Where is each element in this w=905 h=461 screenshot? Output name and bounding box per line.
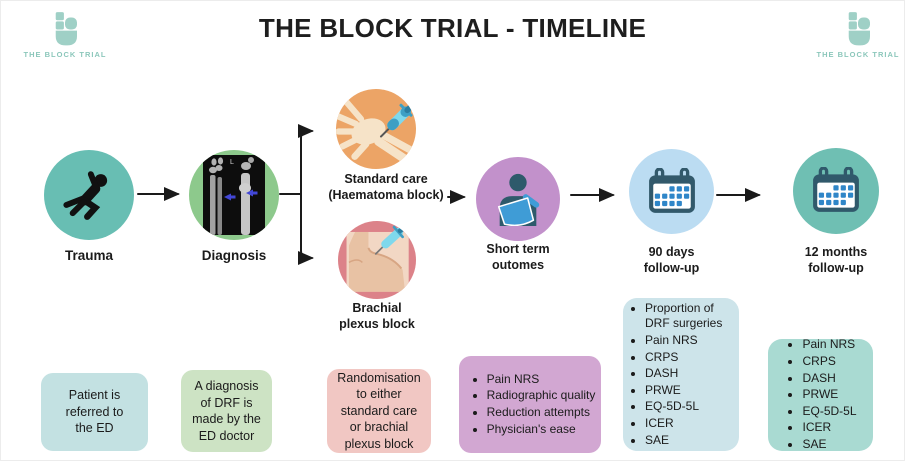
note-diagnosis: A diagnosis of DRF is made by the ED doc… [181, 370, 272, 452]
bullet-item: ICER [645, 416, 735, 432]
label-brachial: Brachial plexus block [339, 301, 415, 332]
note-randomisation: Randomisation to either standard care or… [327, 369, 431, 453]
bullet-item: PRWE [645, 383, 735, 399]
brand-logo-left: THE BLOCK TRIAL [23, 11, 107, 59]
bullet-item: Radiographic quality [487, 388, 596, 404]
bullet-item: CRPS [802, 354, 856, 370]
label-12-months: 12 months follow-up [804, 245, 868, 276]
bullet-item: DASH [645, 366, 735, 382]
bullet-item: Pain NRS [487, 372, 596, 388]
bullet-item: PRWE [802, 387, 856, 403]
12-months-outcome-list: Pain NRSCRPSDASHPRWEEQ-5D-5LICERSAE [780, 336, 860, 453]
bullet-item: ICER [802, 420, 856, 436]
label-diagnosis: Diagnosis [201, 248, 267, 263]
bullet-item: Proportion of DRF surgeries [645, 301, 735, 332]
brand-logo-right: THE BLOCK TRIAL [816, 11, 900, 59]
node-standard-care [336, 89, 416, 169]
label-short-term: Short term outomes [486, 242, 550, 273]
bullet-item: SAE [802, 437, 856, 453]
node-brachial-plexus [338, 221, 416, 299]
falling-person-icon [63, 171, 108, 220]
block-b-logo-icon [55, 12, 77, 46]
calendar-icon [813, 167, 859, 212]
node-diagnosis: L [189, 150, 279, 240]
wrist-xray-image: L [203, 155, 265, 235]
page-title: THE BLOCK TRIAL - TIMELINE [258, 13, 647, 43]
note-90-days-outcomes: Proportion of DRF surgeriesPain NRSCRPSD… [623, 298, 739, 451]
brand-name: THE BLOCK TRIAL [816, 50, 900, 59]
note-12-months-outcomes: Pain NRSCRPSDASHPRWEEQ-5D-5LICERSAE [768, 336, 873, 453]
label-trauma: Trauma [64, 248, 114, 263]
90-days-outcome-list: Proportion of DRF surgeriesPain NRSCRPSD… [623, 300, 739, 449]
note-diagnosis-text: A diagnosis of DRF is made by the ED doc… [192, 379, 261, 443]
node-trauma [44, 150, 134, 240]
node-90-days-followup [629, 149, 714, 234]
arm-sling-patient-icon [497, 173, 540, 226]
bullet-item: CRPS [645, 350, 735, 366]
note-referral: Patient is referred to the ED [41, 373, 148, 451]
bullet-item: Physician's ease [487, 422, 596, 438]
block-b-logo-icon [848, 12, 870, 46]
node-12-months-followup [793, 148, 879, 234]
bullet-item: DASH [802, 371, 856, 387]
label-standard-care: Standard care (Haematoma block) [328, 172, 444, 203]
bullet-item: Pain NRS [645, 333, 735, 349]
arrow-branch-to-brachial [298, 193, 314, 265]
bullet-item: EQ-5D-5L [645, 399, 735, 415]
bullet-item: SAE [645, 433, 735, 449]
calendar-icon [648, 167, 695, 213]
xray-side-marker: L [230, 159, 234, 166]
short-term-outcome-list: Pain NRSRadiographic qualityReduction at… [461, 371, 600, 438]
node-short-term-outcomes [476, 157, 560, 241]
note-referral-text: Patient is referred to the ED [65, 388, 124, 436]
shoulder-injection-illustration [346, 222, 410, 292]
label-90-days: 90 days follow-up [643, 245, 700, 276]
note-randomisation-text: Randomisation to either standard care or… [337, 370, 421, 451]
hand-injection-illustration [336, 98, 416, 166]
note-short-term-outcomes: Pain NRSRadiographic qualityReduction at… [459, 356, 601, 453]
bullet-item: Reduction attempts [487, 405, 596, 421]
brand-name: THE BLOCK TRIAL [23, 50, 107, 59]
bullet-item: Pain NRS [802, 337, 856, 353]
bullet-item: EQ-5D-5L [802, 404, 856, 420]
